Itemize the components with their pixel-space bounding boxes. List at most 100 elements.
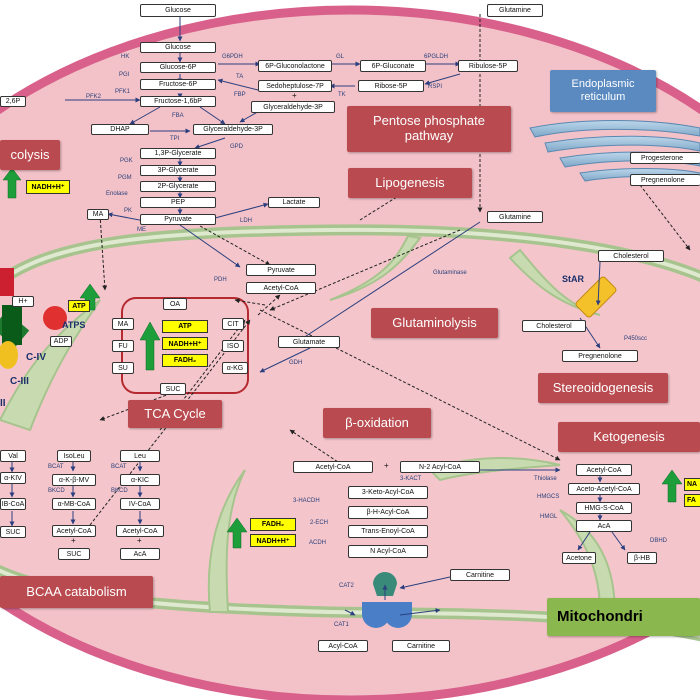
glycolysis-nadh: NADH+H⁺ [26, 180, 70, 194]
keto-aca: AcA [576, 520, 632, 532]
bcaa-acoa1: Acetyl-CoA [52, 525, 96, 537]
bcaa-plus2: + [137, 536, 142, 545]
enzyme-hmgl: HMGL [540, 514, 558, 520]
tca-nadh: NADH+H⁺ [162, 337, 208, 350]
progesterone: Progesterone [630, 152, 700, 164]
enzyme-6pgldh: 6PGLDH [424, 54, 449, 60]
atps-label: ATPS [62, 320, 86, 330]
ribose-5p: Ribose-5P [358, 80, 424, 92]
glutamine-cytosol: Glutamine [487, 211, 543, 223]
ppp-plus: + [292, 91, 297, 100]
malate-cytosol: MA [87, 209, 109, 220]
keto-nadh: NA [684, 478, 700, 491]
enzyme-3-hacdh: 3-HACDH [293, 498, 320, 504]
cholesterol-mito: Cholesterol [522, 320, 586, 332]
enzyme-pdh: PDH [214, 277, 227, 283]
ketogenesis-label: Ketogenesis [558, 422, 700, 452]
enzyme-pgi: PGI [119, 72, 130, 78]
enzyme-gpd: GPD [230, 144, 244, 150]
beta-hb: β-HB [627, 552, 657, 564]
cholesterol-cytosol: Cholesterol [598, 250, 664, 262]
star-protein [575, 276, 617, 318]
pentose-phosphate-label: Pentose phosphate pathway [347, 106, 511, 152]
bcaa-ivcoa: IV-CoA [120, 498, 160, 510]
beta-acetyl-coa: Acetyl-CoA [293, 461, 373, 473]
enzyme-pk: PK [124, 208, 133, 214]
bcaa-suc1: SUC [0, 526, 26, 538]
6p-gluconate: 6P-Gluconate [360, 60, 426, 72]
complex-ii-label: II [0, 398, 6, 409]
enzyme-thiolase: Thiolase [534, 476, 557, 482]
glutaminolysis-label: Glutaminolysis [371, 308, 498, 338]
bcaa-val: Val [0, 450, 26, 462]
lipogenesis-label: Lipogenesis [348, 168, 472, 198]
enzyme-bkcd-1: BKCD [48, 488, 65, 494]
enzyme-2-ech: 2-ECH [310, 520, 329, 526]
sedoheptulose-7p: Sedoheptulose-7P [258, 80, 332, 92]
glyceraldehyde-3p: Glyceraldehyde-3P [193, 124, 273, 135]
tca-su: SU [112, 362, 134, 374]
etc-complexes [0, 268, 67, 369]
tca-fu: FU [112, 340, 134, 352]
enzyme-dbhd: DBHD [650, 538, 668, 544]
enzyme-ta: TA [236, 74, 244, 80]
n-acyl-coa: N Acyl-CoA [348, 545, 428, 558]
enzyme-fbp: FBP [234, 92, 246, 98]
tca-suc: SUC [160, 383, 186, 395]
complex-iv-label: C-IV [26, 352, 46, 363]
2p-glycerate: 2P-Glycerate [140, 181, 216, 192]
3-keto-acyl-coa: 3-Keto-Acyl-CoA [348, 486, 428, 499]
glutamine-extracellular: Glutamine [487, 4, 543, 17]
beta-oxidation-label: β-oxidation [323, 408, 431, 438]
beta-fadh2: FADH₂ [250, 518, 296, 531]
bcaa-akiv: α-KIV [0, 472, 26, 484]
lactate: Lactate [268, 197, 320, 208]
enzyme-gl: GL [336, 54, 345, 60]
carnitine-matrix: Carnitine [450, 569, 510, 581]
bcaa-suc2: SUC [58, 548, 90, 560]
enzyme-pgm: PGM [118, 175, 132, 181]
tca-iso: ISO [222, 340, 244, 352]
enzyme-ldh: LDH [240, 218, 253, 224]
ppp-glyceraldehyde-3p: Glyceraldehyde-3P [251, 101, 335, 113]
keto-fadh2: FA [684, 494, 700, 507]
tca-atp: ATP [162, 320, 208, 333]
bcaa-catabolism-label: BCAA catabolism [0, 576, 153, 608]
enzyme-pfk1: PFK1 [115, 89, 131, 95]
enzyme-tpi: TPI [170, 136, 180, 142]
enzyme-pgk: PGK [120, 158, 133, 164]
tca-fadh2: FADH₂ [162, 354, 208, 367]
beta-nadh: NADH+H⁺ [250, 534, 296, 547]
er-label: Endoplasmic reticulum [550, 70, 656, 112]
bcaa-ibcoa: IB-CoA [0, 498, 26, 510]
bcaa-acoa2: Acetyl-CoA [116, 525, 164, 537]
enzyme-bcat-1: BCAT [48, 464, 64, 470]
glutamate: Glutamate [278, 336, 340, 348]
complex-iii-label: C-III [10, 376, 29, 387]
adp: ADP [50, 336, 72, 347]
tca-cit: CIT [222, 318, 244, 330]
pyruvate-mito: Pyruvate [246, 264, 316, 276]
mitochondria-label: Mitochondri [547, 598, 700, 636]
tca-oa: OA [163, 298, 187, 310]
beta-plus: + [384, 461, 389, 470]
acyl-coa-cytosol: Acyl-CoA [318, 640, 368, 652]
ribulose-5p: Ribulose-5P [458, 60, 518, 72]
3p-glycerate: 3P-Glycerate [140, 165, 216, 176]
enzyme-hk: HK [121, 54, 130, 60]
enzyme-hmgcs: HMGCS [537, 494, 560, 500]
bcaa-aca: AcA [120, 548, 160, 560]
pregnenolone-er: Pregnenolone [630, 174, 700, 186]
pyruvate-cytosol: Pyruvate [140, 214, 216, 225]
cat2-transporter [362, 572, 412, 628]
enzyme-g6pdh: G6PDH [222, 54, 243, 60]
6p-gluconolactone: 6P-Gluconolactone [258, 60, 332, 72]
bcaa-isoleu: IsoLeu [57, 450, 91, 462]
enzyme-3-kact: 3-KACT [400, 476, 422, 482]
enzyme-p450scc: P450scc [624, 336, 648, 342]
hmg-s-coa: HMG-S-CoA [576, 502, 632, 514]
trans-enoyl-coa: Trans-Enoyl-CoA [348, 525, 428, 538]
etc-atp: ATP [68, 300, 90, 312]
glucose: Glucose [140, 42, 216, 53]
